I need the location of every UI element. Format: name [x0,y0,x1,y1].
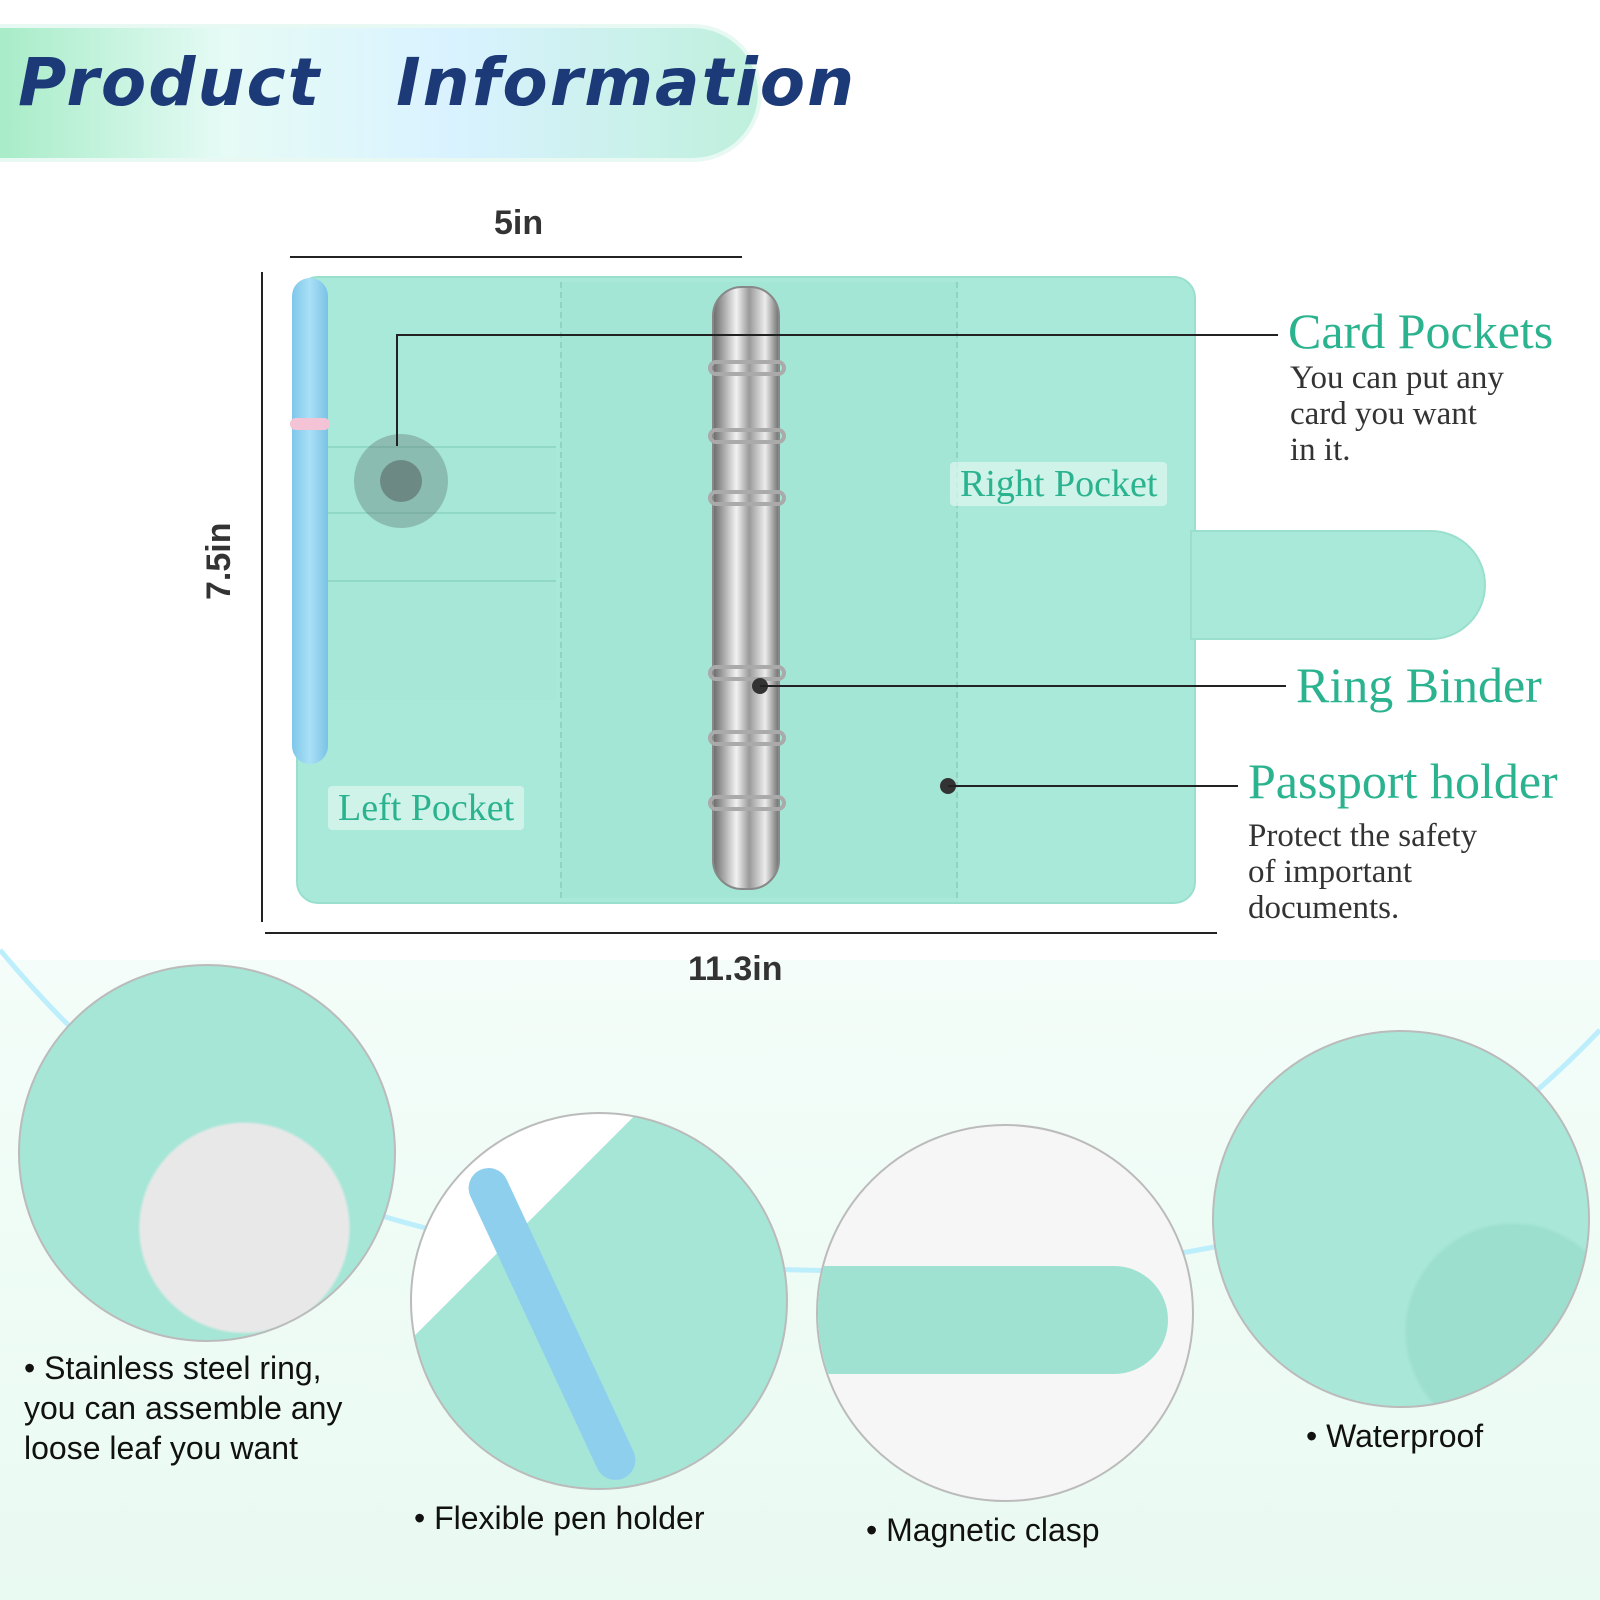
magnetic-clasp-closeup [816,1124,1194,1502]
title-banner [0,28,758,158]
dimension-arrow-top [290,256,742,258]
feature-waterproof: • Waterproof [1306,1418,1484,1454]
pen [462,1161,642,1487]
ring-binder-spine [712,286,780,890]
waterproof-closeup [1212,1030,1590,1408]
steel-ring-closeup [18,964,396,1342]
leader-line [396,334,1278,336]
leader-line [948,785,1238,787]
dimension-height: 7.5in [200,522,238,600]
feature-pen-holder: • Flexible pen holder [414,1500,705,1536]
pen-band [290,418,330,430]
pen-holder-closeup [410,1112,788,1490]
ring [708,730,786,746]
card-pocket [324,580,556,700]
pen [292,278,328,764]
ring [708,428,786,444]
right-pocket-label: Right Pocket [950,462,1168,506]
card-pockets-description: You can put any card you want in it. [1290,360,1504,468]
page-title: Product Information [18,44,857,121]
leader-line [760,685,1286,687]
magnetic-clasp-strap [1190,530,1486,640]
feature-steel-ring: • Stainless steel ring, you can assemble… [24,1350,343,1466]
dimension-arrow-left [261,272,263,922]
clasp-strap [818,1266,1168,1374]
card-pocket [324,512,556,582]
ring [708,665,786,681]
callout-dot [380,460,422,502]
dimension-arrow-bottom [265,932,1217,934]
dimension-top-width: 5in [494,204,544,242]
card-pockets-title: Card Pockets [1288,303,1554,359]
left-pocket-label: Left Pocket [328,786,525,830]
passport-holder-title: Passport holder [1248,753,1558,809]
leader-line [396,336,398,446]
dimension-total-width: 11.3in [688,950,783,988]
ring [708,360,786,376]
passport-holder-description: Protect the safety of important document… [1248,818,1478,926]
ring [708,490,786,506]
card-pocket [324,446,556,516]
ring [708,795,786,811]
feature-magnetic-clasp: • Magnetic clasp [866,1512,1100,1548]
ring-binder-title: Ring Binder [1296,657,1542,713]
